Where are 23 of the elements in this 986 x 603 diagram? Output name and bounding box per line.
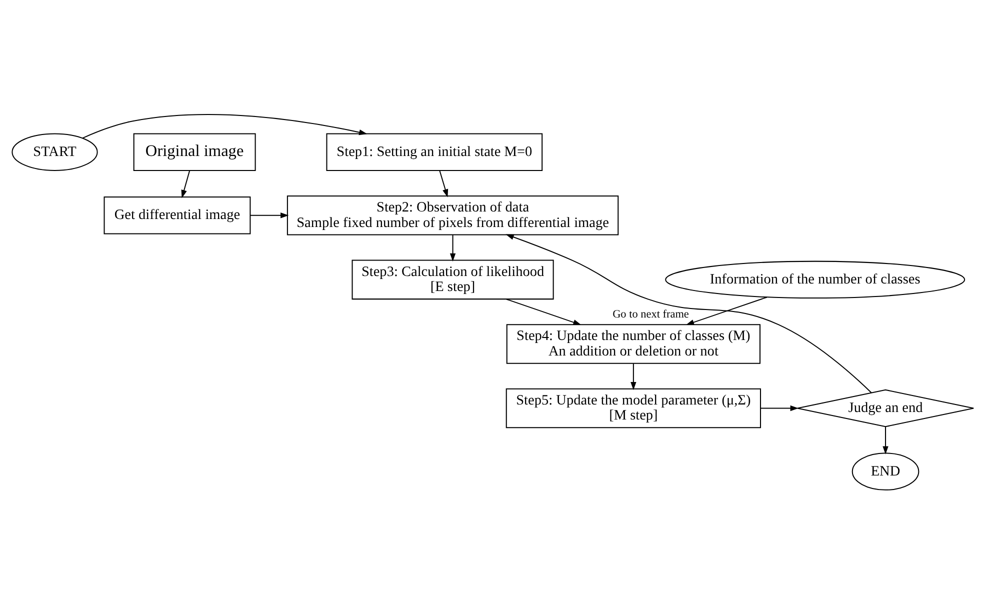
arrow <box>882 426 888 454</box>
arrow <box>82 114 368 138</box>
arrow <box>450 234 456 262</box>
arrow <box>686 296 768 325</box>
arrow <box>181 170 190 198</box>
node-box: Step3: Calculation of likelihood [E step] <box>352 259 554 300</box>
node-box: Original image <box>133 132 256 170</box>
arrow <box>506 298 582 325</box>
node-box: Step4: Update the number of classes (M) An addition or deletion or not <box>506 324 760 364</box>
node-box: Step1: Setting an initial state M=0 <box>326 132 543 170</box>
arrow <box>250 212 289 218</box>
node-diamond: Judge an end <box>796 388 974 427</box>
node-box: Step2: Observation of data Sample fixed number of pixels from differential image <box>286 194 619 235</box>
node-ellipse: Information of the number of classes <box>665 260 966 298</box>
node-ellipse: END <box>852 452 920 490</box>
arrow <box>506 234 872 393</box>
node-ellipse: START <box>12 132 98 170</box>
edge-label: Go to next frame <box>612 308 689 320</box>
arrow <box>439 170 448 197</box>
node-box: Step5: Update the model parameter (μ,Σ) [M step] <box>506 388 761 428</box>
arrow <box>630 363 636 390</box>
node-box: Get differential image <box>104 196 251 234</box>
arrow <box>760 404 798 411</box>
